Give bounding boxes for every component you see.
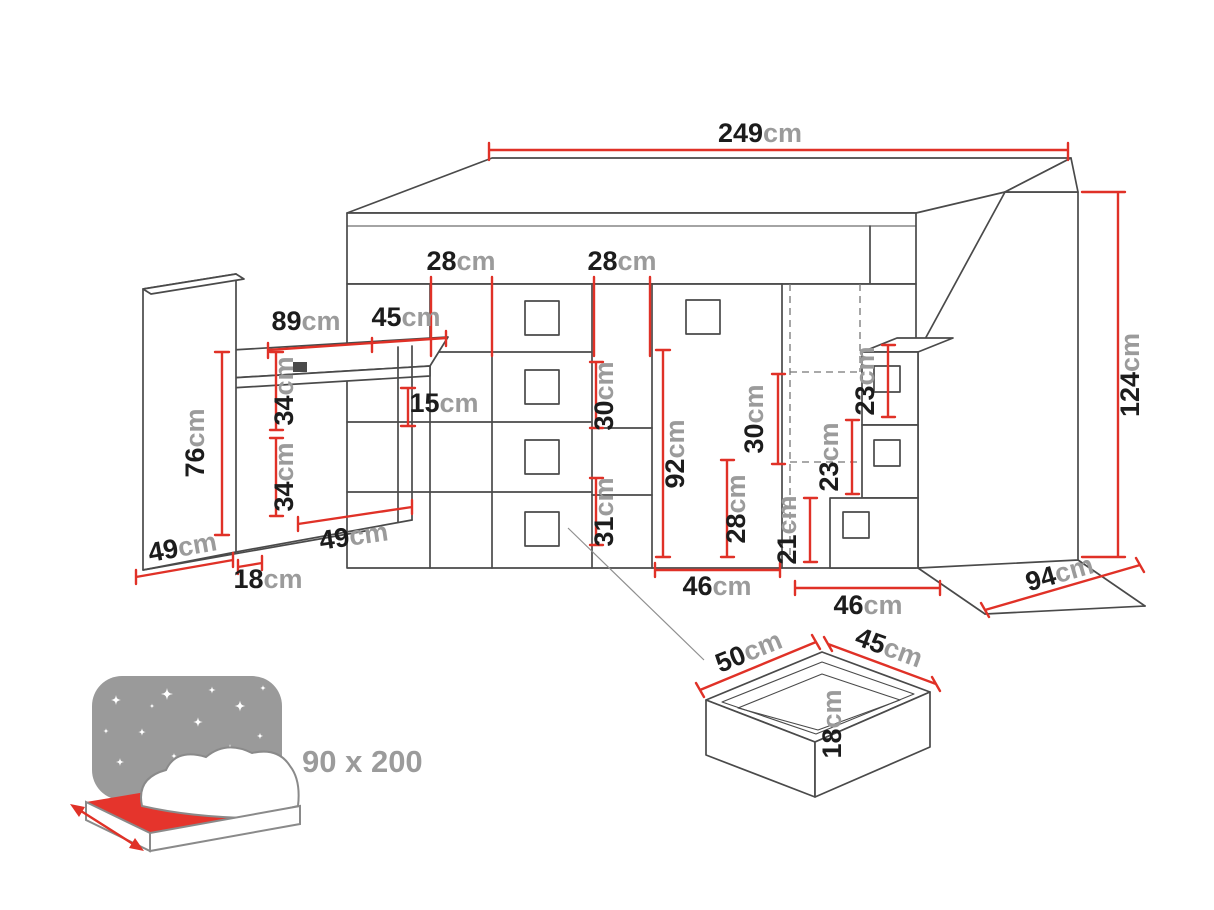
dim-line-left-opening — [653, 561, 782, 579]
bunk-top-face — [346, 157, 1072, 214]
dim-total-width: 249cm — [718, 118, 802, 148]
dim-desk-section: 45cm — [371, 302, 440, 332]
dim-bottom-step-height: 21cm — [772, 495, 802, 564]
drawer-handle — [524, 300, 560, 336]
dim-mid-panel-depth: 49cm — [317, 516, 390, 555]
drawer-detail — [705, 651, 931, 798]
dim-line-niche-width — [770, 372, 787, 466]
mattress-size-label: 90 x 200 — [302, 744, 423, 779]
dim-panel-thickness: 18cm — [233, 564, 302, 594]
dim-top-step-height: 23cm — [850, 346, 880, 415]
dim-line-right-opening — [793, 579, 942, 597]
bunk-front — [346, 212, 917, 285]
dim-total-height: 124cm — [1115, 333, 1145, 417]
dim-line-left-shelf — [429, 275, 494, 358]
drawer-handle — [524, 369, 560, 405]
dimension-lines — [134, 141, 1146, 758]
dim-line-niche-height — [719, 458, 736, 559]
dim-line-shelf-opening — [588, 360, 605, 430]
dim-desk-height: 76cm — [180, 408, 210, 477]
dim-line-gap — [399, 386, 417, 428]
door-handle — [685, 299, 721, 335]
dim-line-mid-panel-depth — [296, 498, 414, 533]
dim-line-right-shelf — [592, 275, 652, 358]
dim-drawer-height: 18cm — [817, 689, 847, 758]
dim-line-bottom-step — [802, 496, 819, 564]
dim-line-drawer-width — [694, 633, 822, 699]
dim-middle-step-height: 23cm — [814, 422, 844, 491]
dim-gap-width: 15cm — [409, 388, 478, 418]
dim-line-drawer-depth — [822, 635, 942, 693]
stair-tower — [917, 191, 1079, 569]
step-handle — [842, 511, 870, 539]
drawer-handle — [524, 439, 560, 475]
dim-right-shelf-width: 28cm — [587, 246, 656, 276]
mattress-icon — [70, 676, 301, 853]
dim-left-shelf-width: 28cm — [426, 246, 495, 276]
dim-line-total-width — [487, 141, 1070, 162]
dim-drawer-front-height: 31cm — [589, 477, 619, 546]
size-arrow-icon — [70, 804, 144, 851]
dim-niche-height: 28cm — [721, 474, 751, 543]
drawer-right-face — [814, 691, 931, 798]
dim-left-panel-depth: 49cm — [146, 526, 219, 568]
dim-line-desk-lower — [268, 436, 285, 518]
dim-line-top-step — [880, 343, 897, 419]
step-handle — [873, 439, 901, 467]
detail-pointer-line — [567, 527, 705, 661]
stair-step — [861, 351, 919, 426]
dim-right-opening-width: 46cm — [833, 590, 902, 620]
desk-bracket — [293, 362, 307, 372]
dim-line-panel-thickness — [236, 554, 264, 576]
dim-line-desk-height — [213, 350, 231, 537]
dim-line-left-panel-depth — [134, 551, 235, 586]
dimension-labels: 249cm 28cm 28cm 89cm 45cm 15cm 76cm 34cm… — [146, 118, 1145, 779]
dim-niche-width: 30cm — [739, 384, 769, 453]
stair-step — [861, 424, 919, 499]
dim-desk-lower-segment: 34cm — [269, 442, 299, 511]
dim-shelf-opening: 30cm — [589, 361, 619, 430]
drawer-handle — [524, 511, 560, 547]
main-unit-drawing — [142, 157, 1146, 661]
dim-line-middle-step — [844, 418, 861, 496]
dim-door-height: 92cm — [660, 419, 690, 488]
dim-line-desk-upper — [268, 350, 285, 432]
dim-line-door-height — [654, 348, 672, 559]
dim-line-unit-depth — [979, 556, 1146, 619]
dim-desk-upper-segment: 34cm — [269, 356, 299, 425]
dim-line-drawer-front — [588, 476, 605, 547]
dim-line-total-height — [1080, 190, 1127, 559]
dim-left-opening-width: 46cm — [682, 571, 751, 601]
dim-line-desk-length — [266, 329, 448, 360]
stair-step — [829, 497, 919, 569]
dim-desk-length: 89cm — [271, 306, 340, 336]
